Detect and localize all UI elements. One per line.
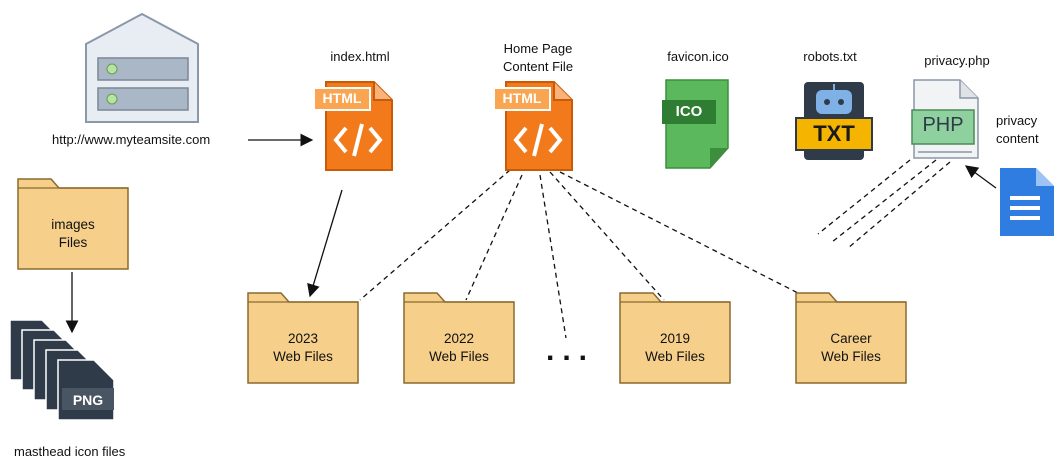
privacy-content-label-line2: content [996, 131, 1039, 146]
dash-home-to-ellipsis [539, 174, 567, 339]
arrow-privacy-content-to-php [964, 165, 997, 189]
favicon-file-icon: ICO [660, 78, 734, 177]
home-page-file-icon: HTML [492, 78, 576, 179]
folder-2023[interactable]: 2023 Web Files [247, 292, 359, 384]
folder-label-line1: 2022 [443, 331, 475, 346]
dash-privacy-2 [831, 159, 937, 243]
dash-privacy-3 [847, 161, 951, 249]
folder-label-line2: Web Files [273, 349, 333, 364]
privacy-php-label: privacy.php [924, 53, 990, 68]
folder-label-line1: images [51, 217, 95, 232]
privacy-php-file-icon: PHP [908, 78, 982, 167]
arrow-index-to-2023 [307, 189, 343, 298]
html-tag: HTML [322, 90, 362, 106]
robots-label: robots.txt [803, 49, 857, 64]
index-html-file-icon: HTML [312, 78, 396, 179]
folder-label-line2: Web Files [645, 349, 705, 364]
png-tag: PNG [72, 392, 104, 408]
folder-icon [247, 292, 359, 384]
home-page-label-line2: Content File [502, 59, 574, 74]
favicon-label: favicon.ico [667, 49, 729, 64]
folder-label-line1: 2023 [287, 331, 319, 346]
home-page-label-line1: Home Page [503, 41, 573, 56]
dash-home-to-2019 [549, 171, 665, 301]
folder-career[interactable]: Career Web Files [795, 292, 907, 384]
folder-icon [619, 292, 731, 384]
folder-icon [17, 178, 129, 270]
ellipsis: ... [546, 334, 596, 367]
document-icon [1000, 168, 1054, 236]
png-files-stack: PNG [8, 318, 120, 427]
privacy-content-label-line1: privacy [996, 113, 1038, 128]
html-tag: HTML [502, 90, 542, 106]
masthead-label: masthead icon files [14, 444, 126, 459]
folder-label-line2: Web Files [821, 349, 881, 364]
folder-2019[interactable]: 2019 Web Files [619, 292, 731, 384]
dash-home-to-2023 [359, 169, 511, 301]
dash-home-to-career [559, 171, 801, 295]
folder-icon [795, 292, 907, 384]
server-url-label: http://www.myteamsite.com [52, 132, 211, 147]
folder-label-line1: 2019 [659, 331, 691, 346]
ico-tag: ICO [675, 103, 703, 120]
folder-label-line1: Career [830, 331, 872, 346]
folder-2022[interactable]: 2022 Web Files [403, 292, 515, 384]
txt-tag: TXT [813, 121, 855, 146]
folder-images[interactable]: images Files [17, 178, 129, 270]
dash-home-to-2022 [465, 174, 523, 301]
robots-file-icon: TXT [794, 80, 874, 169]
php-tag: PHP [922, 114, 964, 136]
server-icon [85, 12, 199, 123]
folder-label-line2: Files [58, 235, 88, 250]
index-html-label: index.html [330, 49, 390, 64]
folder-icon [403, 292, 515, 384]
folder-label-line2: Web Files [429, 349, 489, 364]
dash-privacy-1 [817, 159, 911, 235]
